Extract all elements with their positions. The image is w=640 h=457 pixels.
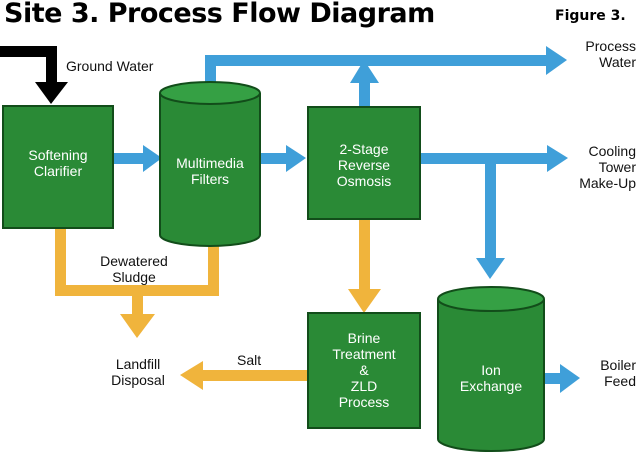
landfill-line2: Disposal — [111, 372, 165, 388]
multimedia-filters-line1: Multimedia — [176, 155, 244, 171]
ground-water-feed-arrow — [0, 46, 68, 104]
ground-water-label: Ground Water — [66, 58, 154, 74]
brine-treatment-line2: Treatment — [332, 346, 396, 362]
ion-exchange-line2: Exchange — [459, 378, 523, 394]
cooling-tower-label: Cooling Tower Make-Up — [550, 143, 636, 191]
process-water-line1: Process — [585, 38, 636, 54]
multimedia-filters-tank — [159, 81, 261, 247]
softening-clarifier-line2: Clarifier — [33, 163, 83, 179]
brine-treatment-label: Brine Treatment & ZLD Process — [308, 330, 420, 410]
figure-label: Figure 3. — [555, 8, 626, 24]
cooling-tower-line1: Cooling — [588, 143, 636, 159]
cooling-tower-line3: Make-Up — [579, 175, 636, 191]
boiler-feed-label: Boiler Feed — [572, 357, 636, 389]
process-water-line2: Water — [599, 54, 636, 70]
brine-treatment-box — [307, 312, 421, 429]
softening-clarifier-label: Softening Clarifier — [3, 147, 113, 179]
softening-clarifier-line1: Softening — [28, 147, 88, 163]
ion-exchange-tank — [437, 286, 545, 452]
salt-label: Salt — [237, 352, 262, 368]
reverse-osmosis-box — [307, 106, 421, 220]
brine-treatment-line4: ZLD — [350, 378, 378, 394]
brine-treatment-line5: Process — [338, 394, 390, 410]
brine-treatment-line3: & — [359, 362, 369, 378]
reverse-osmosis-line1: 2-Stage — [339, 141, 389, 157]
dewatered-sludge-line1: Dewatered — [100, 253, 168, 269]
reverse-osmosis-line2: Reverse — [337, 157, 391, 173]
multimedia-filters-label: Multimedia Filters — [160, 155, 260, 187]
sludge-flow-lines — [55, 218, 381, 390]
ion-exchange-line1: Ion — [481, 362, 501, 378]
cooling-tower-line2: Tower — [598, 159, 636, 175]
water-flow-lines — [113, 46, 580, 393]
reverse-osmosis-label: 2-Stage Reverse Osmosis — [308, 141, 420, 189]
reverse-osmosis-line3: Osmosis — [336, 173, 392, 189]
softening-clarifier-box — [2, 105, 114, 229]
dewatered-sludge-label: Dewatered Sludge — [84, 253, 184, 285]
landfill-line1: Landfill — [115, 356, 161, 372]
multimedia-filters-line2: Filters — [190, 171, 230, 187]
ion-exchange-label: Ion Exchange — [438, 362, 544, 394]
process-water-label: Process Water — [556, 38, 636, 70]
boiler-feed-line2: Feed — [604, 373, 636, 389]
landfill-disposal-label: Landfill Disposal — [93, 356, 183, 388]
dewatered-sludge-line2: Sludge — [112, 269, 156, 285]
boiler-feed-line1: Boiler — [600, 357, 636, 373]
brine-treatment-line1: Brine — [347, 330, 381, 346]
diagram-title: Site 3. Process Flow Diagram — [4, 0, 435, 29]
